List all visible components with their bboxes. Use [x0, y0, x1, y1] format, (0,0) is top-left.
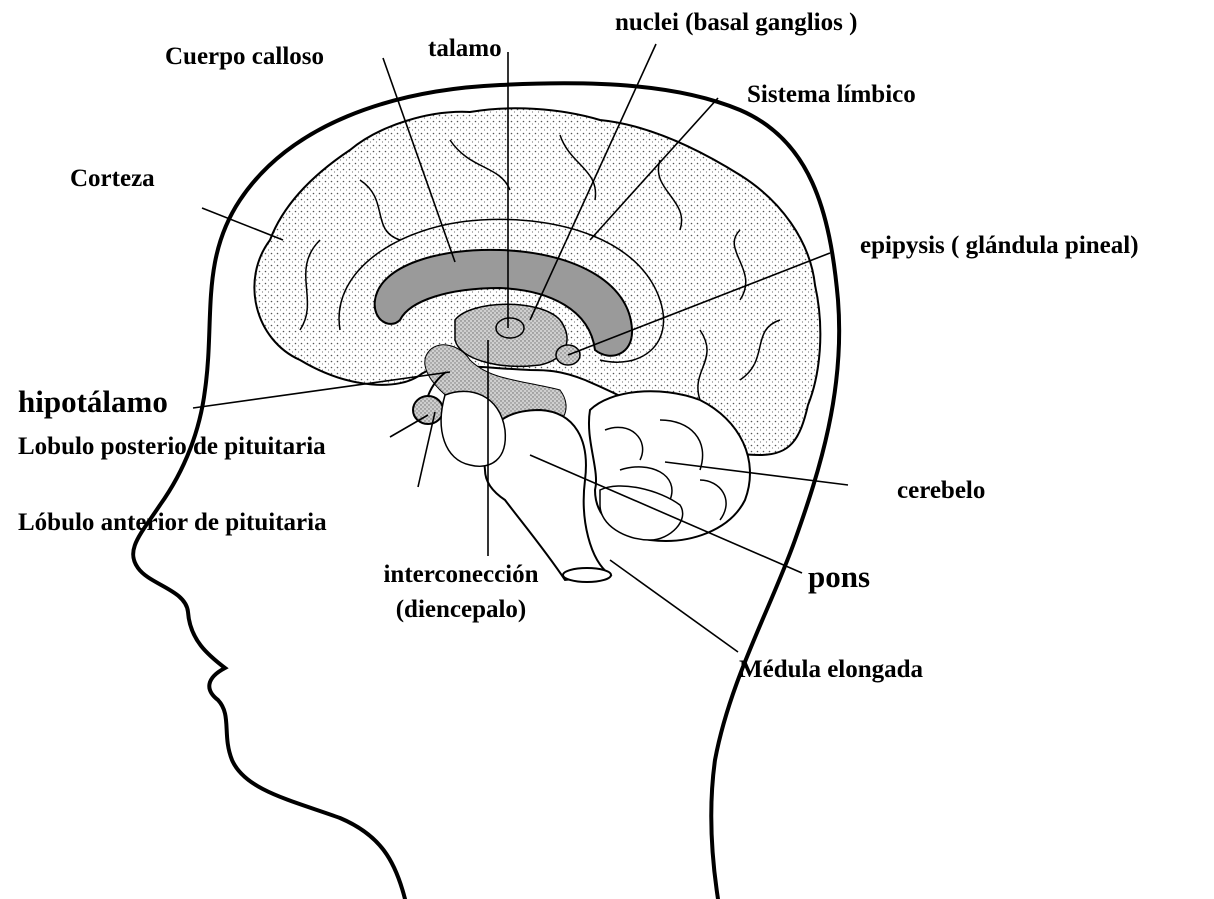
- label-hipotalamo: hipotálamo: [18, 386, 168, 417]
- label-lobulo-posterior: Lobulo posterio de pituitaria: [18, 434, 326, 459]
- label-nuclei: nuclei (basal ganglios ): [615, 10, 857, 35]
- thalamus: [455, 304, 567, 366]
- medulla-end: [563, 568, 611, 582]
- leader-corteza: [202, 208, 283, 240]
- label-pons: pons: [808, 561, 870, 592]
- label-sistema-limbico: Sistema límbico: [747, 82, 916, 107]
- leader-medula: [610, 560, 738, 652]
- label-epipysis: epipysis ( glándula pineal): [860, 233, 1139, 258]
- label-corteza: Corteza: [70, 166, 155, 191]
- label-talamo: talamo: [428, 36, 502, 61]
- leader-hipotalamo: [193, 372, 450, 408]
- label-interconeccion: interconección: [366, 562, 556, 587]
- label-medula: Médula elongada: [739, 657, 923, 682]
- label-diencepalo: (diencepalo): [366, 597, 556, 622]
- label-cuerpo-calloso: Cuerpo calloso: [165, 44, 324, 69]
- label-lobulo-anterior: Lóbulo anterior de pituitaria: [18, 510, 327, 535]
- pituitary-gland: [413, 396, 443, 424]
- leader-lobulo-posterior: [390, 415, 428, 437]
- label-cerebelo: cerebelo: [897, 478, 985, 503]
